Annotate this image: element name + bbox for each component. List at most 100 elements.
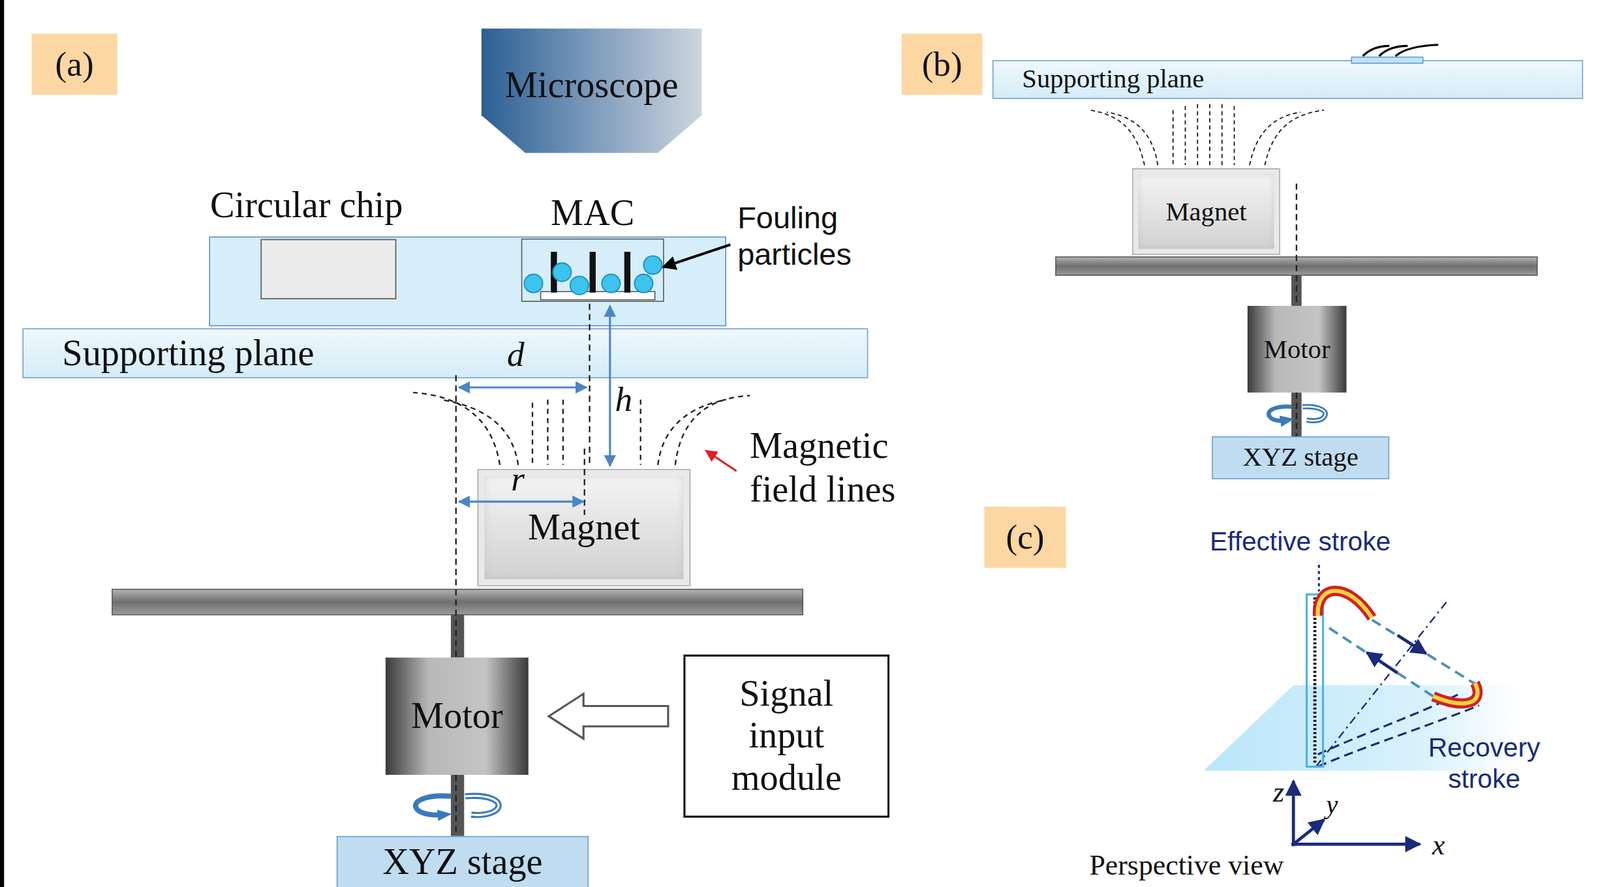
field-line [1233, 106, 1236, 166]
rotation-arrow [1268, 407, 1292, 421]
stroke-arc [1318, 591, 1373, 618]
node-text: MAC [522, 192, 663, 235]
magnet: Magnet [477, 469, 692, 587]
stroke-label: Recovery stroke [1412, 732, 1556, 797]
panel-tag: (c) [984, 507, 1067, 569]
node-text: Motor [411, 695, 504, 739]
stroke-arc [1432, 683, 1478, 704]
rotation-axis [1295, 392, 1298, 437]
fouling-particle [570, 276, 589, 295]
motor-shaft [1291, 392, 1302, 437]
rotation-axis [1295, 183, 1298, 307]
label-holder: Effective stroke [1209, 526, 1391, 559]
field-line [1089, 110, 1145, 166]
rotation-arrow [465, 796, 499, 816]
field-line [1172, 110, 1174, 166]
node-text: XYZ stage [382, 841, 543, 885]
dimension-line [458, 501, 584, 504]
node-text: (b) [922, 44, 963, 85]
stroke-path [1325, 626, 1433, 697]
axis-arrow [1292, 781, 1296, 847]
stroke-arc [1318, 591, 1373, 618]
rotation-arrow [1302, 407, 1326, 421]
label-holder: Fouling particles [737, 199, 886, 274]
magnetic-chain [1313, 597, 1317, 765]
rotating-bar [112, 589, 803, 616]
node-text: Motor [1263, 334, 1331, 365]
callout-text: Magnetic field lines [749, 424, 939, 513]
mac-chamber: MAC [521, 238, 665, 303]
dimension-line [608, 306, 611, 466]
label-holder: y [1325, 789, 1338, 822]
label-holder: Magnetic field lines [749, 424, 939, 513]
hollow-arrow [548, 694, 669, 740]
node-text: (c) [1006, 517, 1045, 558]
circular-well [261, 239, 396, 299]
cilium-pillar [624, 251, 631, 293]
module-box: Signal input module [683, 655, 890, 819]
objective-taper [481, 115, 703, 154]
supporting-plane: Supporting plane [992, 60, 1584, 99]
cilia [1362, 45, 1439, 57]
rotation-axis [455, 375, 457, 658]
field-line [640, 400, 642, 466]
xyz-stage: XYZ stage [1211, 436, 1390, 480]
node-text: Microscope [505, 63, 679, 107]
callout-text: Fouling particles [737, 199, 886, 274]
field-lines [413, 392, 750, 466]
panel-tag: (b) [901, 33, 983, 96]
field-line [562, 400, 564, 466]
field-line [546, 400, 549, 466]
base-plate [540, 291, 656, 301]
rotation-arrow [465, 796, 499, 816]
field-line [1221, 103, 1223, 166]
fouling-particle [601, 274, 620, 293]
magnet: Magnet [1132, 168, 1281, 256]
frame-edge [0, 0, 4, 887]
label-holder: r [510, 458, 525, 501]
label-holder: Recovery stroke [1412, 732, 1556, 797]
label-holder: x [1432, 828, 1445, 863]
axis-label: y [1325, 789, 1338, 822]
motor-shaft [450, 615, 464, 659]
axis-label: z [1273, 775, 1285, 810]
axis-line [588, 304, 590, 468]
dimension-label: d [507, 334, 525, 377]
node-text: Magnet [527, 507, 641, 550]
label-holder: z [1273, 775, 1285, 810]
xyz-stage: XYZ stage [336, 836, 589, 887]
node-text: XYZ stage [1242, 443, 1358, 474]
node-text: Signal input module [706, 673, 868, 800]
axis-arrow [1293, 820, 1324, 846]
direction-arrow [1367, 652, 1398, 673]
field-line [1184, 106, 1187, 166]
field-line [1209, 103, 1211, 166]
field-line [1264, 110, 1324, 166]
microscope-body: Microscope [481, 28, 703, 117]
node-text: Supporting plane [61, 332, 314, 375]
fouling-particle [552, 262, 571, 282]
fouling-particle [634, 274, 653, 293]
field-lines [1089, 103, 1325, 166]
stroke-path [1372, 619, 1478, 686]
field-line [1196, 103, 1199, 166]
cilium-pillar [589, 251, 596, 293]
dimension-line [458, 386, 586, 389]
caption-text: Perspective view [1089, 848, 1285, 884]
cilium [1395, 45, 1439, 57]
direction-arrow [1397, 635, 1427, 654]
dimension-label: r [510, 458, 525, 501]
motor-shaft [450, 775, 464, 837]
axis-line [584, 448, 586, 516]
chip-body: Circular chipMAC [208, 236, 727, 327]
field-line [1249, 112, 1301, 166]
motor: Motor [1247, 306, 1347, 393]
rotation-axis [455, 775, 457, 837]
node-text: Circular chip [210, 184, 725, 228]
node-text: Supporting plane [1021, 64, 1204, 96]
node-text: (a) [55, 44, 94, 85]
stroke-arc [1432, 683, 1478, 704]
rotation-arrow [1302, 407, 1326, 421]
label-holder: d [507, 334, 525, 377]
